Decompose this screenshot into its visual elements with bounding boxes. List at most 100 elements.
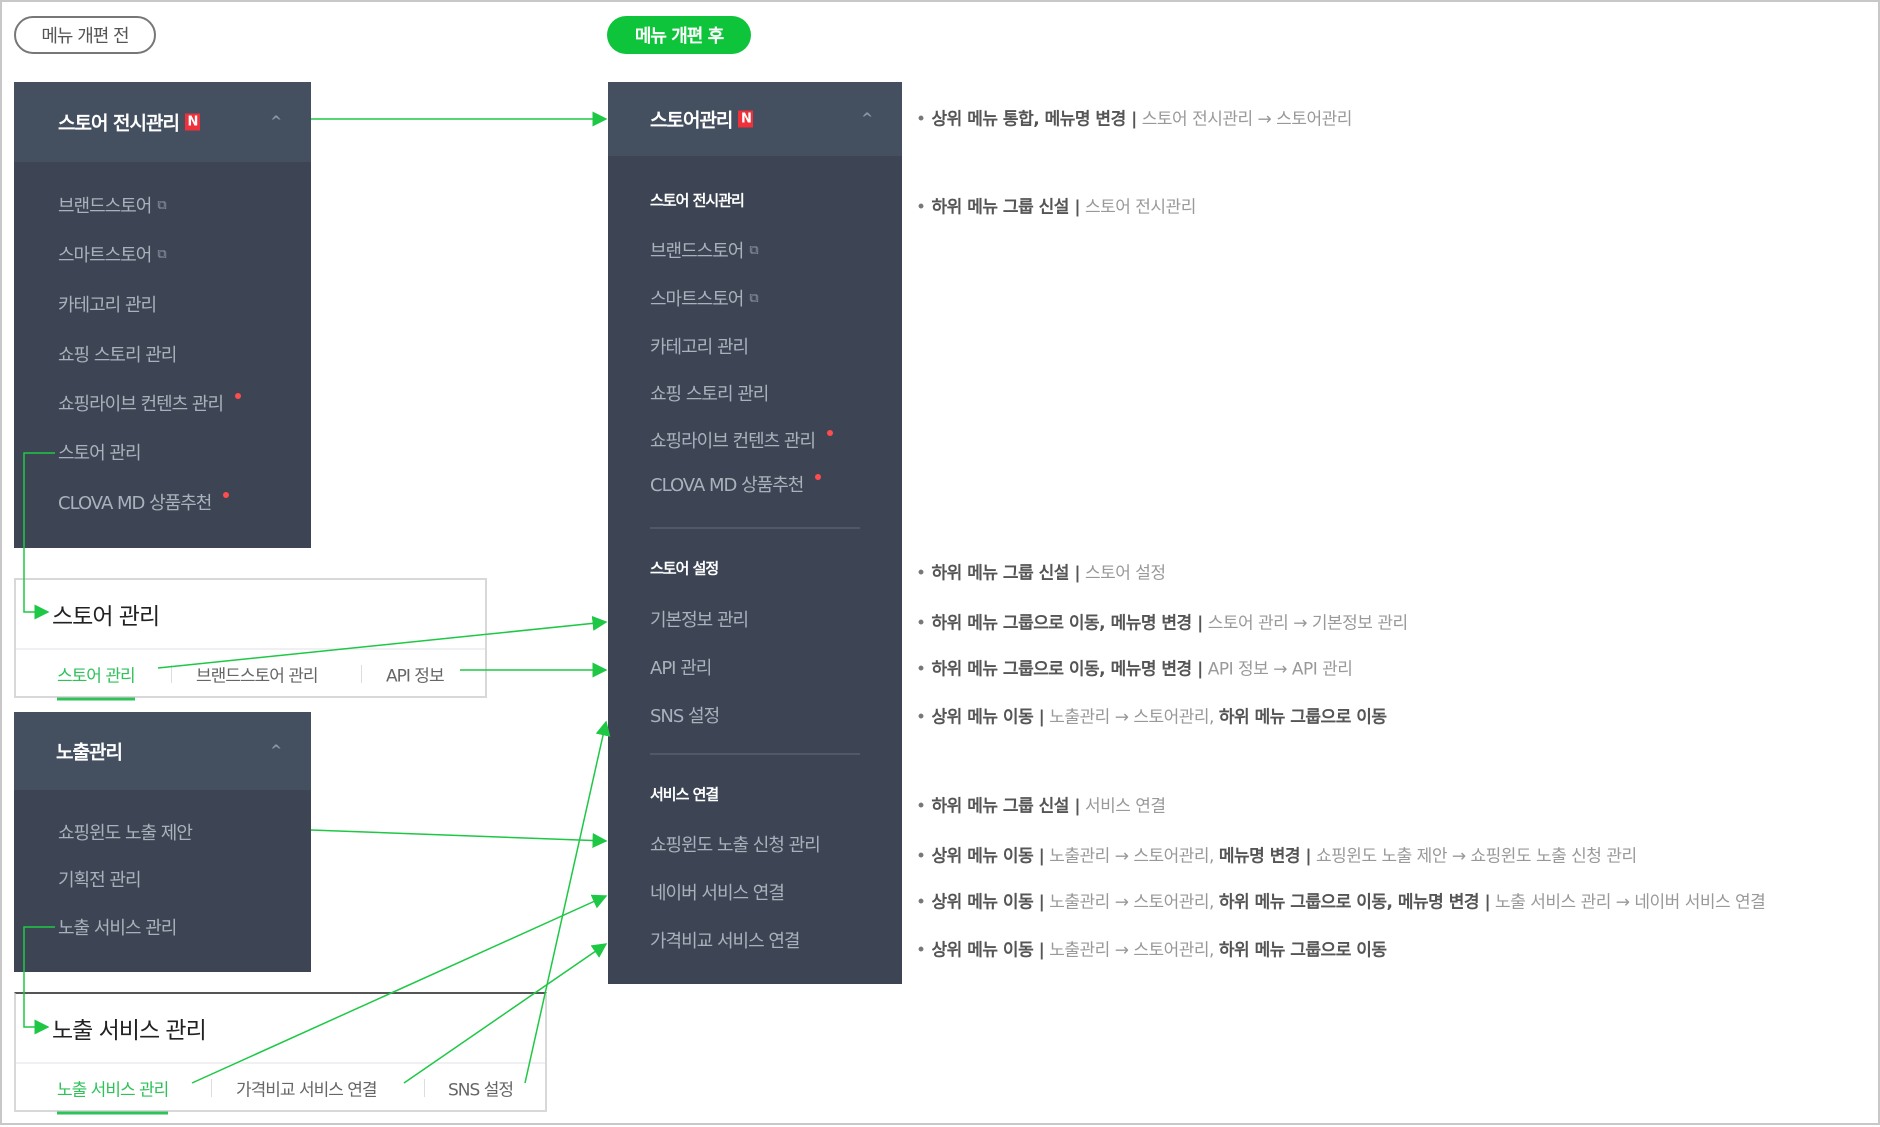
menu-item-label: 가격비교 서비스 연결 xyxy=(650,931,800,952)
note-detail: 스토어 전시관리 xyxy=(1080,197,1196,218)
menu-item-label: 쇼핑 스토리 관리 xyxy=(58,345,177,366)
menu-item[interactable]: 카테고리 관리 xyxy=(650,333,749,359)
store-menu-title: 스토어 전시관리 xyxy=(58,112,180,135)
note-detail: 쇼핑윈도 노출 제안 → 쇼핑윈도 노출 신청 관리 xyxy=(1311,846,1637,867)
external-link-icon: ⧉ xyxy=(157,197,166,213)
menu-item[interactable]: 카테고리 관리 xyxy=(58,291,157,317)
page-title: 노출 서비스 관리 xyxy=(52,1018,207,1044)
external-link-icon: ⧉ xyxy=(749,290,758,306)
menu-item-label: CLOVA MD 상품추천 xyxy=(58,493,212,514)
menu-item-label: 카테고리 관리 xyxy=(650,337,749,358)
menu-item[interactable]: 노출 서비스 관리 xyxy=(58,914,177,940)
menu-item[interactable]: 쇼핑 스토리 관리 xyxy=(650,380,769,406)
menu-item[interactable]: 쇼핑라이브 컨텐츠 관리 xyxy=(650,427,834,453)
tab-price-compare[interactable]: 가격비교 서비스 연결 xyxy=(236,1080,378,1101)
menu-item[interactable]: 브랜드스토어⧉ xyxy=(650,237,759,263)
menu-item[interactable]: SNS 설정 xyxy=(650,702,720,728)
menu-item-label: 네이버 서비스 연결 xyxy=(650,883,785,904)
note-detail: 노출관리 → 스토어관리, xyxy=(1044,892,1219,913)
menu-item[interactable]: 스마트스토어⧉ xyxy=(58,241,167,267)
menu-item-label: 쇼핑라이브 컨텐츠 관리 xyxy=(58,394,224,415)
before-exposure-service-page: 노출 서비스 관리 노출 서비스 관리 가격비교 서비스 연결 SNS 설정 xyxy=(14,992,547,1115)
new-badge: N xyxy=(738,110,754,128)
change-note: •상위 메뉴 이동 | 노출관리 → 스토어관리, 하위 메뉴 그룹으로 이동 xyxy=(916,936,1387,961)
tab-separator xyxy=(211,1079,212,1097)
exposure-menu-title: 노출관리 xyxy=(56,741,123,764)
tab-brandstore-manage[interactable]: 브랜드스토어 관리 xyxy=(196,666,319,687)
store-menu-title: 스토어관리 xyxy=(650,109,733,132)
menu-item[interactable]: 기본정보 관리 xyxy=(650,606,749,632)
menu-item-label: 쇼핑 스토리 관리 xyxy=(650,384,769,405)
menu-item[interactable]: 스토어 관리 xyxy=(58,439,142,465)
arrow-store-manage-expand xyxy=(23,452,55,620)
external-link-icon: ⧉ xyxy=(749,242,758,258)
tab-exposure-service[interactable]: 노출 서비스 관리 xyxy=(57,1076,169,1115)
menu-item[interactable]: 가격비교 서비스 연결 xyxy=(650,927,800,953)
note-change-type: 하위 메뉴 그룹 신설 | xyxy=(931,796,1081,817)
arrow-store-manage-to-basic-info xyxy=(157,615,608,669)
menu-group-title: 스토어 설정 xyxy=(650,559,719,578)
menu-item[interactable]: CLOVA MD 상품추천 xyxy=(58,489,230,515)
change-note: •하위 메뉴 그룹 신설 | 스토어 설정 xyxy=(916,559,1166,584)
menu-item[interactable]: CLOVA MD 상품추천 xyxy=(650,471,822,497)
menu-item[interactable]: API 관리 xyxy=(650,654,712,680)
new-dot-icon xyxy=(827,430,834,436)
menu-item[interactable]: 기획전 관리 xyxy=(58,866,142,892)
menu-item[interactable]: 쇼핑 스토리 관리 xyxy=(58,341,177,367)
menu-item-label: 카테고리 관리 xyxy=(58,295,157,316)
before-store-manage-page: 스토어 관리 스토어 관리 브랜드스토어 관리 API 정보 xyxy=(14,578,487,701)
menu-item[interactable]: 쇼핑윈도 노출 제안 xyxy=(58,819,193,845)
menu-item[interactable]: 쇼핑라이브 컨텐츠 관리 xyxy=(58,390,242,416)
menu-item-label: SNS 설정 xyxy=(650,706,720,727)
menu-group-title: 스토어 전시관리 xyxy=(650,191,745,210)
menu-item-label: 기본정보 관리 xyxy=(650,610,749,631)
new-dot-icon xyxy=(223,492,230,498)
note-change-type: 하위 메뉴 그룹으로 이동, 메뉴명 변경 | xyxy=(1218,892,1491,913)
group-divider xyxy=(650,527,860,529)
menu-item[interactable]: 쇼핑윈도 노출 신청 관리 xyxy=(650,831,821,857)
tab-api-info[interactable]: API 정보 xyxy=(386,666,445,687)
store-menu-header[interactable]: 스토어관리 N ^ xyxy=(608,82,902,156)
menu-item-label: API 관리 xyxy=(650,658,712,679)
before-label: 메뉴 개편 전 xyxy=(14,16,156,54)
note-change-type: 하위 메뉴 그룹으로 이동, 메뉴명 변경 | xyxy=(931,613,1204,634)
menu-item-label: 스토어 관리 xyxy=(58,443,142,464)
menu-item-label: 브랜드스토어 xyxy=(58,196,152,217)
bullet-icon: • xyxy=(916,613,926,634)
tab-separator xyxy=(424,1079,425,1097)
note-detail: 스토어 설정 xyxy=(1080,563,1166,584)
note-detail: 노출 서비스 관리 → 네이버 서비스 연결 xyxy=(1490,892,1766,913)
note-change-type: 상위 메뉴 이동 | xyxy=(931,892,1045,913)
exposure-menu-header[interactable]: 노출관리 ^ xyxy=(14,712,311,790)
note-change-type: 하위 메뉴 그룹으로 이동 xyxy=(1218,707,1387,728)
bullet-icon: • xyxy=(916,197,926,218)
change-note: •상위 메뉴 이동 | 노출관리 → 스토어관리, 하위 메뉴 그룹으로 이동 xyxy=(916,703,1387,728)
arrow-price-compare xyxy=(403,943,608,1084)
bullet-icon: • xyxy=(916,659,926,680)
menu-item[interactable]: 네이버 서비스 연결 xyxy=(650,879,785,905)
chevron-up-icon[interactable]: ^ xyxy=(270,743,282,759)
menu-group-title: 서비스 연결 xyxy=(650,785,719,804)
bullet-icon: • xyxy=(916,109,926,130)
menu-item-label: 노출 서비스 관리 xyxy=(58,918,177,939)
chevron-up-icon[interactable]: ^ xyxy=(861,111,873,127)
note-detail: 노출관리 → 스토어관리, xyxy=(1044,707,1219,728)
tab-sns-settings[interactable]: SNS 설정 xyxy=(448,1080,514,1101)
note-detail: 스토어 관리 → 기본정보 관리 xyxy=(1202,613,1408,634)
note-detail: 노출관리 → 스토어관리, xyxy=(1044,940,1219,961)
menu-item-label: CLOVA MD 상품추천 xyxy=(650,475,804,496)
note-detail: 노출관리 → 스토어관리, xyxy=(1044,846,1219,867)
arrow-exposure-service-to-naver xyxy=(191,894,608,1084)
menu-item-label: 쇼핑라이브 컨텐츠 관리 xyxy=(650,431,816,452)
tab-store-manage[interactable]: 스토어 관리 xyxy=(57,662,136,701)
menu-item-label: 스마트스토어 xyxy=(58,245,152,266)
chevron-up-icon[interactable]: ^ xyxy=(270,114,282,130)
menu-item[interactable]: 브랜드스토어 ⧉ xyxy=(58,192,167,218)
change-note: •상위 메뉴 이동 | 노출관리 → 스토어관리, 하위 메뉴 그룹으로 이동,… xyxy=(916,888,1766,913)
menu-item[interactable]: 스마트스토어⧉ xyxy=(650,285,759,311)
bullet-icon: • xyxy=(916,796,926,817)
note-change-type: 하위 메뉴 그룹 신설 | xyxy=(931,197,1081,218)
